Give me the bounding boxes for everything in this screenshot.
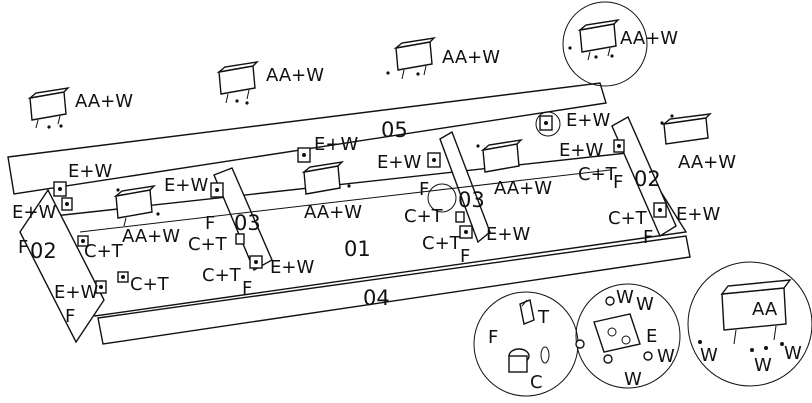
label-ew-10: E+W [270,257,314,278]
label-ew-8: E+W [676,204,720,225]
label-f-2: F [65,306,75,327]
detail-label-w-2: W [636,294,654,315]
label-f-6: F [460,246,470,267]
label-panel-04: 04 [363,286,390,310]
label-ew-1: E+W [68,161,112,182]
label-panel-05: 05 [381,118,408,142]
top-panel-05 [7,82,607,195]
label-panel-02-left: 02 [30,239,57,263]
bottom-seam-line [79,169,611,233]
drawer-box-6 [113,184,160,227]
label-ct-5: C+T [404,206,444,227]
label-f-4: F [242,278,252,299]
label-panel-03-left: 03 [234,211,261,235]
front-panel-04 [97,235,691,345]
label-aaw-2: AA+W [266,65,324,86]
label-ct-2: C+T [130,274,170,295]
label-ew-2: E+W [12,202,56,223]
label-ew-6: E+W [566,110,610,131]
label-ct-3: C+T [188,234,228,255]
label-aaw-1: AA+W [75,91,133,112]
drawer-box-labels: AA+W AA+W AA+W AA+W AA+W AA+W AA+W AA+W [75,28,736,247]
label-ct-6: C+T [422,233,462,254]
detail-label-e: E [646,326,657,347]
label-ew-5: E+W [377,152,421,173]
detail-label-aa: AA [752,299,778,320]
label-ew-7: E+W [559,140,603,161]
label-aaw-4: AA+W [620,28,678,49]
detail-drawer-box: AA W W W [687,261,812,387]
label-ct-8: C+T [608,208,648,229]
left-side-panel-02 [19,188,105,344]
label-panel-03-right: 03 [458,188,485,212]
dowel-labels: F F F F F F F F [18,172,653,327]
label-aaw-3: AA+W [442,47,500,68]
label-ct-4: C+T [202,265,242,286]
label-aaw-5: AA+W [678,152,736,173]
drawer-box-8 [476,138,524,173]
label-f-3: F [205,213,215,234]
label-panel-02-right: 02 [634,167,661,191]
label-ct-1: C+T [84,241,124,262]
detail-label-w-7: W [784,343,802,364]
drawer-box-5 [660,113,712,145]
detail-label-w-1: W [616,287,634,308]
detail-label-w-4: W [624,369,642,390]
label-f-5: F [419,179,429,200]
drawer-box-3 [386,36,437,80]
detail-label-w-6: W [754,355,772,376]
cam-lock-labels: C+T C+T C+T C+T C+T C+T C+T C+T [84,164,648,295]
hinge-labels: E+W E+W E+W E+W E+W E+W E+W E+W E+W E+W … [12,110,720,303]
hinge-brackets [53,111,667,294]
label-aaw-7: AA+W [304,202,362,223]
detail-dowel-cam: F T C [473,291,579,397]
label-ew-3: E+W [164,175,208,196]
detail-label-w-3: W [657,346,675,367]
label-ew-4: E+W [314,134,358,155]
drawer-box-1 [27,86,71,129]
drawer-box-4-detail-circle [562,1,648,87]
drawer-box-2 [216,60,260,105]
detail-hinge-screws: W W E W W [575,283,681,390]
label-f-1: F [18,237,28,258]
label-ew-11: E+W [54,282,98,303]
label-f-8: F [643,227,653,248]
label-aaw-6: AA+W [494,178,552,199]
panel-number-labels: 05 01 04 02 02 03 03 [30,118,661,310]
detail-label-w-5: W [700,345,718,366]
label-ew-9: E+W [486,224,530,245]
detail-label-f: F [488,327,498,348]
detail-label-c: C [530,372,543,393]
label-ct-7: C+T [578,164,618,185]
label-panel-01: 01 [344,237,371,261]
label-aaw-8: AA+W [122,226,180,247]
detail-label-t: T [537,307,550,328]
label-f-7: F [613,172,623,193]
drawer-box-7 [301,160,351,195]
